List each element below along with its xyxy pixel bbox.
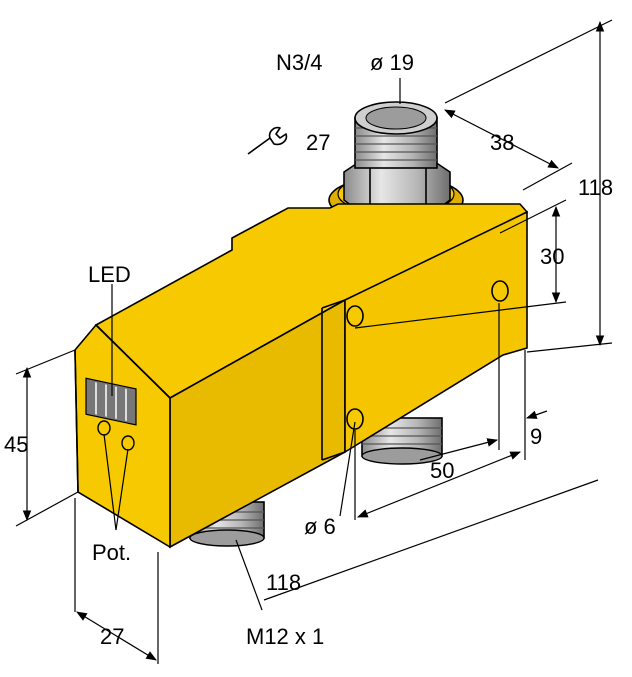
width-label: 27 <box>100 624 124 649</box>
potentiometer-2 <box>121 435 135 451</box>
wrench-icon <box>247 126 288 155</box>
height-front-label: 45 <box>4 432 28 457</box>
pot-label: Pot. <box>92 540 131 565</box>
length-label: 118 <box>266 570 301 595</box>
hole-spacing-horizontal-label: 50 <box>430 458 454 483</box>
sensor-housing <box>74 203 529 549</box>
offset-right-label: 9 <box>530 424 542 449</box>
diameter-top-label: ø 19 <box>370 50 414 75</box>
thread-top-label: N3/4 <box>276 50 322 75</box>
led-label: LED <box>88 262 131 287</box>
dimension-lines <box>15 19 613 664</box>
height-total-label: 118 <box>578 175 613 200</box>
connector-label: M12 x 1 <box>246 624 324 649</box>
wrench-size-label: 27 <box>306 130 330 155</box>
depth-top-label: 38 <box>490 130 514 155</box>
led-indicator <box>85 377 137 426</box>
hole-spacing-vertical-label: 30 <box>540 244 564 269</box>
mounting-hole-icon <box>346 280 509 430</box>
potentiometer-1 <box>97 420 111 436</box>
hole-diameter-label: ø 6 <box>304 514 336 539</box>
